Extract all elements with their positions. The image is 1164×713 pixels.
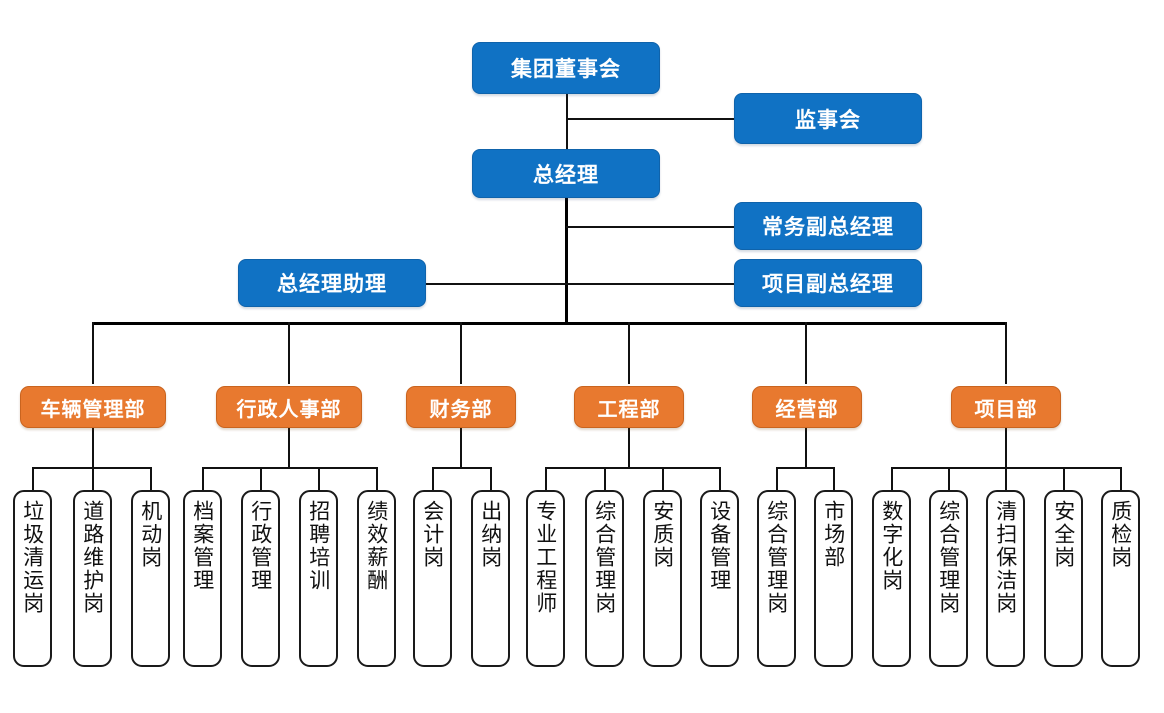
node-gm-assistant[interactable]: 总经理助理 [238, 259, 426, 307]
connector-stem-dept-5 [805, 427, 807, 468]
connector-leg-leaf-9 [490, 467, 492, 491]
node-project-vice-gm[interactable]: 项目副总经理 [734, 259, 922, 307]
connector-leg-leaf-5 [260, 467, 262, 491]
connector-leg-leaf-19 [1063, 467, 1065, 491]
node-department-vehicle-management[interactable]: 车辆管理部 [20, 386, 166, 428]
leaf-archive-management[interactable]: 档案管理 [183, 490, 222, 667]
node-department-admin-hr[interactable]: 行政人事部 [216, 386, 362, 428]
connector-stem-dept-4 [628, 427, 630, 468]
connector-to-supervisory [566, 118, 734, 120]
node-general-manager[interactable]: 总经理 [472, 149, 660, 198]
connector-drop-dept-1 [92, 322, 94, 384]
connector-main-distribution-bar [93, 322, 1006, 325]
node-department-finance[interactable]: 财务部 [406, 386, 516, 428]
leaf-professional-engineer[interactable]: 专业工程师 [526, 490, 565, 667]
leaf-comprehensive-management-post-eng[interactable]: 综合管理岗 [585, 490, 624, 667]
connector-leg-leaf-20 [1120, 467, 1122, 491]
connector-drop-dept-3 [460, 322, 462, 384]
connector-stem-dept-6 [1005, 427, 1007, 468]
leaf-cashier-post[interactable]: 出纳岗 [471, 490, 510, 667]
connector-drop-dept-6 [1005, 322, 1007, 384]
leaf-safety-quality-post[interactable]: 安质岗 [643, 490, 682, 667]
connector-drop-dept-4 [628, 322, 630, 384]
connector-drop-dept-2 [288, 322, 290, 384]
connector-leg-leaf-10 [545, 467, 547, 491]
connector-to-project-vice-gm [566, 283, 734, 285]
connector-stem-dept-3 [460, 427, 462, 468]
node-department-engineering[interactable]: 工程部 [574, 386, 684, 428]
leaf-equipment-management[interactable]: 设备管理 [700, 490, 739, 667]
connector-leg-leaf-12 [662, 467, 664, 491]
connector-leg-leaf-16 [891, 467, 893, 491]
connector-stem-dept-2 [288, 427, 290, 468]
connector-gm-trunk [565, 198, 568, 324]
connector-leg-leaf-18 [1005, 467, 1007, 491]
connector-leg-leaf-8 [432, 467, 434, 491]
leaf-comprehensive-management-post-proj[interactable]: 综合管理岗 [929, 490, 968, 667]
connector-leg-leaf-11 [604, 467, 606, 491]
connector-board-to-gm [566, 94, 568, 176]
connector-to-exec-vice-gm [566, 226, 734, 228]
leaf-recruitment-training[interactable]: 招聘培训 [299, 490, 338, 667]
connector-leg-leaf-13 [719, 467, 721, 491]
connector-leg-leaf-7 [376, 467, 378, 491]
leaf-flexible-duty-post[interactable]: 机动岗 [131, 490, 170, 667]
node-board-of-directors[interactable]: 集团董事会 [472, 42, 660, 94]
leaf-accounting-post[interactable]: 会计岗 [413, 490, 452, 667]
leaf-digitalization-post[interactable]: 数字化岗 [872, 490, 911, 667]
connector-bar-dept-3 [432, 467, 492, 469]
connector-leg-leaf-17 [948, 467, 950, 491]
connector-to-gm-assistant [424, 283, 568, 285]
connector-leg-leaf-6 [318, 467, 320, 491]
leaf-performance-compensation[interactable]: 绩效薪酬 [357, 490, 396, 667]
connector-leg-leaf-14 [776, 467, 778, 491]
node-executive-vice-gm[interactable]: 常务副总经理 [734, 202, 922, 250]
connector-drop-dept-5 [805, 322, 807, 384]
node-department-operations[interactable]: 经营部 [752, 386, 862, 428]
connector-bar-dept-4 [545, 467, 721, 469]
leaf-road-maintenance-post[interactable]: 道路维护岗 [73, 490, 112, 667]
connector-leg-leaf-1 [32, 467, 34, 491]
leaf-quality-inspection-post[interactable]: 质检岗 [1101, 490, 1140, 667]
connector-bar-dept-5 [776, 467, 835, 469]
node-department-project[interactable]: 项目部 [951, 386, 1061, 428]
connector-leg-leaf-15 [833, 467, 835, 491]
leaf-comprehensive-management-post-ops[interactable]: 综合管理岗 [757, 490, 796, 667]
connector-leg-leaf-4 [202, 467, 204, 491]
node-supervisory-board[interactable]: 监事会 [734, 93, 922, 144]
connector-stem-dept-1 [92, 427, 94, 468]
connector-bar-dept-2 [202, 467, 378, 469]
leaf-safety-post[interactable]: 安全岗 [1044, 490, 1083, 667]
leaf-waste-transport-post[interactable]: 垃圾清运岗 [13, 490, 52, 667]
connector-leg-leaf-2 [92, 467, 94, 491]
leaf-cleaning-sanitation-post[interactable]: 清扫保洁岗 [986, 490, 1025, 667]
leaf-market-department[interactable]: 市场部 [814, 490, 853, 667]
connector-leg-leaf-3 [150, 467, 152, 491]
leaf-administrative-management[interactable]: 行政管理 [241, 490, 280, 667]
